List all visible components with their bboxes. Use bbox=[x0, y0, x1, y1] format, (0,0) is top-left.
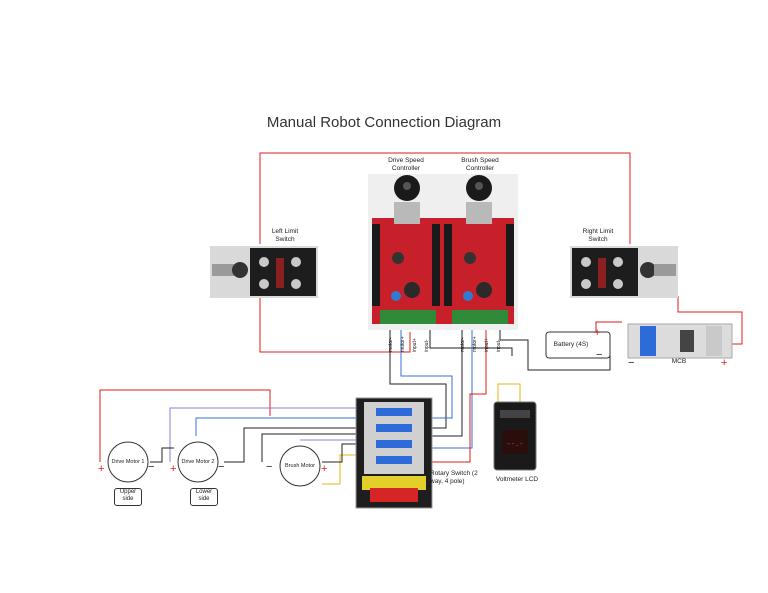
wires bbox=[99, 152, 743, 485]
mcb-minus: − bbox=[628, 357, 634, 369]
lower-side-label: Lower side bbox=[190, 488, 218, 506]
brush-terminal-motor-plus: motor+ bbox=[472, 336, 478, 352]
brush-terminal-input-plus: input+ bbox=[484, 338, 490, 352]
wire-blue-drive-out bbox=[400, 330, 453, 419]
right-switch-label: Right Limit Switch bbox=[582, 228, 614, 243]
left-limit-switch bbox=[210, 246, 318, 298]
motor2-plus: + bbox=[170, 463, 176, 475]
brush-controller-label: Brush Speed Controller bbox=[461, 157, 499, 172]
voltmeter-label: Voltmeter LCD bbox=[495, 476, 539, 483]
polarity-markers: + − + − − + + − − + bbox=[98, 327, 727, 475]
mcb-plus: + bbox=[721, 357, 727, 369]
wire-red-brush-in bbox=[432, 330, 487, 463]
battery-plus: + bbox=[594, 327, 600, 339]
brush-motor bbox=[279, 445, 321, 487]
wire-yellow-voltmeter bbox=[497, 383, 521, 412]
wire-red-battery bbox=[595, 321, 622, 332]
drive-terminal-motor-plus: motor+ bbox=[400, 336, 406, 352]
wire-black-motor2 bbox=[224, 427, 360, 463]
wire-black-brush-motor bbox=[261, 433, 360, 463]
drive-terminal-input-plus: input+ bbox=[412, 338, 418, 352]
brush-motor-minus: − bbox=[266, 461, 272, 473]
drive-motor-1-label: Drive Motor 1 bbox=[111, 459, 145, 465]
rotary-switch-label: Rotary Switch (2 way, 4 pole) bbox=[430, 470, 478, 485]
battery-minus: − bbox=[596, 349, 602, 361]
wire-yellow-rotary bbox=[322, 454, 360, 485]
motor1-minus: − bbox=[148, 461, 154, 473]
drive-terminal-labels: motor- motor+ input+ input- bbox=[388, 336, 430, 352]
rotary-switch bbox=[355, 397, 433, 509]
wire-red-left-switch bbox=[259, 298, 411, 353]
upper-side-label: Upper side bbox=[114, 488, 142, 506]
wire-black-battery bbox=[499, 330, 611, 371]
battery-box bbox=[545, 331, 611, 359]
mcb bbox=[627, 323, 733, 359]
wire-red-motor1 bbox=[99, 389, 271, 462]
drive-motor-2 bbox=[177, 441, 219, 483]
motor1-plus: + bbox=[98, 463, 104, 475]
left-switch-label: Left Limit Switch bbox=[271, 228, 299, 243]
wire-black-battery-2 bbox=[429, 330, 513, 356]
brush-speed-controller bbox=[442, 175, 514, 324]
motor2-minus: − bbox=[218, 461, 224, 473]
drive-controller-label: Drive Speed Controller bbox=[388, 157, 424, 172]
brush-terminal-input-minus: input- bbox=[496, 339, 502, 352]
drive-terminal-input-minus: input- bbox=[424, 339, 430, 352]
wire-black-drive-out bbox=[389, 330, 447, 429]
voltmeter-display-digits: --.- bbox=[507, 441, 524, 449]
battery-label: Battery (4S) bbox=[553, 341, 589, 348]
right-limit-switch bbox=[570, 246, 678, 298]
brush-terminal-labels: motor- motor+ input+ input- bbox=[460, 336, 502, 352]
wire-red-top-loop bbox=[259, 152, 631, 244]
voltmeter-lcd: --.- bbox=[493, 401, 537, 471]
drive-motor-2-label: Drive Motor 2 bbox=[181, 459, 215, 465]
wire-red-mcb bbox=[677, 296, 743, 345]
wire-blue-brush-out bbox=[432, 330, 473, 449]
diagram-title: Manual Robot Connection Diagram bbox=[266, 114, 502, 131]
wire-black-brush-out bbox=[432, 330, 463, 437]
wire-purple-motor2 bbox=[169, 407, 360, 462]
wire-blue-motor2 bbox=[195, 417, 360, 436]
brush-motor-label: Brush Motor bbox=[285, 463, 315, 469]
brush-terminal-motor-minus: motor- bbox=[460, 337, 466, 352]
brush-motor-plus: + bbox=[321, 463, 327, 475]
wire-black-m1-m2 bbox=[150, 447, 174, 463]
drive-motor-1 bbox=[107, 441, 149, 483]
drive-terminal-motor-minus: motor- bbox=[388, 337, 394, 352]
mcb-label: MCB bbox=[671, 358, 687, 365]
